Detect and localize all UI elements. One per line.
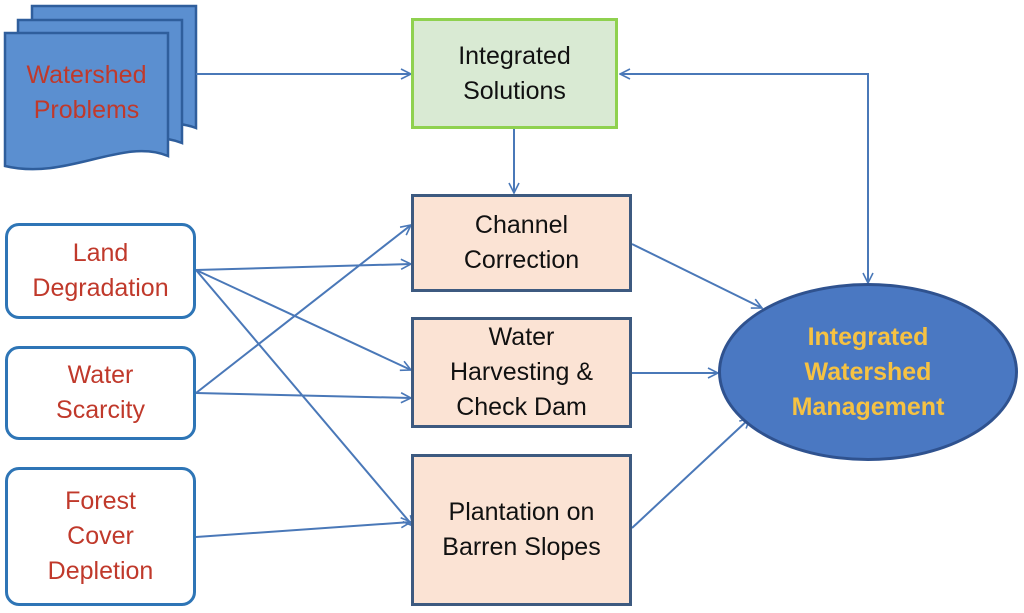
node-channel-correction-label: Channel Correction	[463, 211, 580, 274]
node-plantation: Plantation on Barren Slopes	[411, 454, 632, 606]
node-forest-cover-depletion-label: Forest Cover Depletion	[47, 487, 154, 585]
node-land-degradation-label: Land Degradation	[32, 239, 169, 302]
edge-plantation-to-integrated-watershed-management	[631, 418, 750, 529]
watershed-problems-document-shape	[3, 4, 198, 171]
edge-water-scarcity-to-water-harvesting	[195, 392, 411, 398]
edge-land-degradation-to-water-harvesting	[195, 269, 411, 370]
node-water-harvesting: Water Harvesting & Check Dam	[411, 317, 632, 428]
node-integrated-solutions: Integrated Solutions	[411, 18, 618, 129]
node-integrated-solutions-label: Integrated Solutions	[458, 41, 571, 105]
edge-forest-cover-depletion-to-plantation	[195, 522, 411, 538]
node-integrated-watershed-management: Integrated Watershed Management	[718, 283, 1018, 461]
node-water-scarcity-label: Water Scarcity	[56, 361, 145, 424]
edge-channel-correction-to-integrated-watershed-management	[631, 243, 762, 309]
edge-land-degradation-to-channel-correction	[195, 264, 411, 271]
node-water-scarcity: Water Scarcity	[5, 346, 196, 440]
edge-water-scarcity-to-channel-correction	[195, 225, 411, 394]
node-watershed-problems-label: Watershed Problems	[26, 61, 147, 124]
edge-integrated-solutions-to-integrated-watershed-management	[620, 74, 868, 283]
node-water-harvesting-label: Water Harvesting & Check Dam	[449, 323, 594, 421]
node-land-degradation: Land Degradation	[5, 223, 196, 319]
node-plantation-label: Plantation on Barren Slopes	[442, 498, 601, 561]
node-channel-correction: Channel Correction	[411, 194, 632, 292]
node-integrated-watershed-management-label: Integrated Watershed Management	[791, 322, 945, 421]
edge-land-degradation-to-plantation	[195, 269, 413, 526]
node-watershed-problems: Watershed Problems	[5, 33, 168, 153]
node-forest-cover-depletion: Forest Cover Depletion	[5, 467, 196, 606]
